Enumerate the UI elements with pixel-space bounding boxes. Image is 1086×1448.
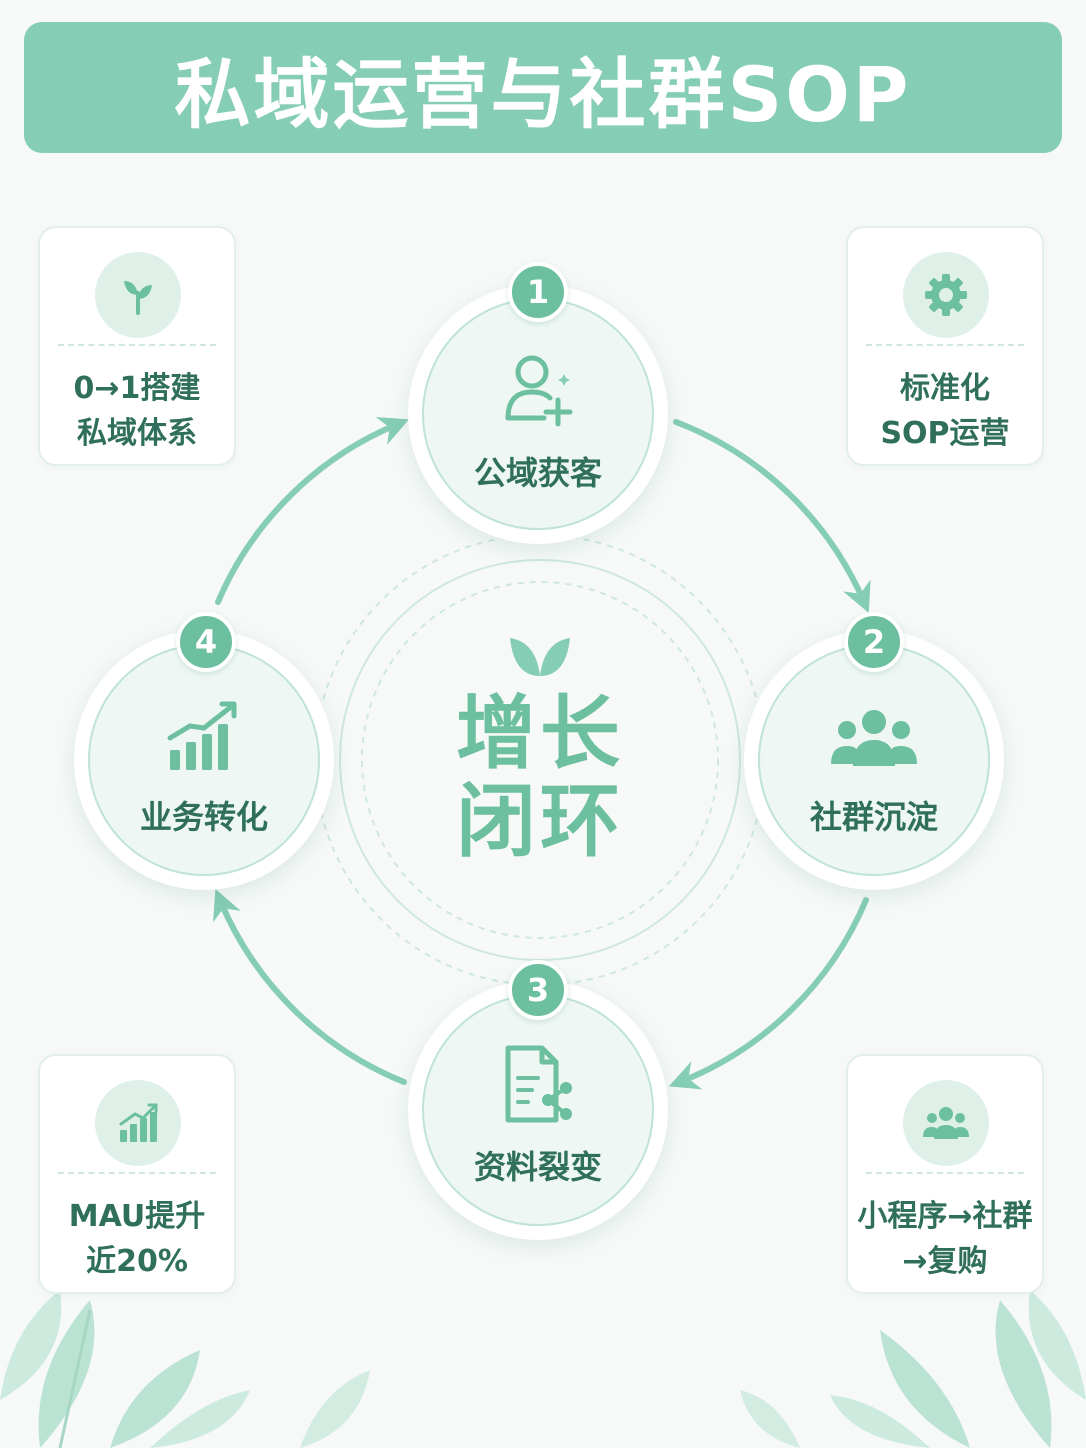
center-title: 增长 闭环 <box>440 690 640 866</box>
title-banner: 私域运营与社群SOP <box>24 22 1062 153</box>
card-divider <box>58 1172 216 1174</box>
card-text-line1: 标准化 <box>900 371 990 406</box>
card-text: 标准化 SOP运营 <box>848 366 1042 456</box>
center-title-line2: 闭环 <box>456 775 624 868</box>
growth-chart-icon <box>164 698 244 778</box>
node-inner-circle <box>422 298 654 530</box>
gear-icon <box>903 252 989 338</box>
step-node-1: 公域获客 <box>408 284 668 544</box>
step-badge-4: 4 <box>176 612 236 672</box>
node-label: 业务转化 <box>139 798 268 836</box>
cycle-arrow-3-4 <box>213 888 407 1085</box>
group-icon <box>903 1080 989 1166</box>
step-node-3: 资料裂变 <box>408 980 668 1240</box>
card-text-line2: →复购 <box>902 1244 988 1279</box>
info-card-top-right: 标准化 SOP运营 <box>846 226 1044 466</box>
card-text-line2: SOP运营 <box>880 416 1010 451</box>
card-text: MAU提升 近20% <box>40 1194 234 1284</box>
user-plus-icon <box>498 348 578 432</box>
card-text: 0→1搭建 私域体系 <box>40 366 234 456</box>
card-text-line2: 私域体系 <box>77 416 197 451</box>
document-share-icon <box>498 1042 578 1130</box>
cycle-arrow-1-2 <box>673 419 871 614</box>
node-inner-circle <box>422 994 654 1226</box>
leaves-bottom-right-icon <box>740 1290 1086 1448</box>
card-text-line1: 0→1搭建 <box>73 371 201 406</box>
card-text-line1: MAU提升 <box>68 1199 206 1234</box>
info-card-bottom-right: 小程序→社群 →复购 <box>846 1054 1044 1294</box>
card-divider <box>866 1172 1024 1174</box>
card-divider <box>58 344 216 346</box>
node-label: 资料裂变 <box>473 1148 602 1186</box>
bar-chart-icon <box>95 1080 181 1166</box>
cycle-arrow-2-3 <box>668 897 869 1090</box>
node-label: 公域获客 <box>473 454 602 492</box>
center-ring-inner <box>361 581 719 939</box>
info-card-top-left: 0→1搭建 私域体系 <box>38 226 236 466</box>
page-title: 私域运营与社群SOP <box>174 49 912 139</box>
cycle-arrow-4-1 <box>215 417 410 605</box>
card-divider <box>866 344 1024 346</box>
step-badge-3: 3 <box>508 960 568 1020</box>
card-text: 小程序→社群 →复购 <box>848 1194 1042 1284</box>
step-node-2: 社群沉淀 <box>744 630 1004 890</box>
group-icon <box>829 706 919 774</box>
info-card-bottom-left: MAU提升 近20% <box>38 1054 236 1294</box>
card-text-line1: 小程序→社群 <box>857 1199 1033 1234</box>
sprout-icon <box>95 252 181 338</box>
center-sprout-icon <box>508 632 572 682</box>
step-badge-2: 2 <box>844 612 904 672</box>
center-title-line1: 增长 <box>456 687 624 780</box>
card-text-line2: 近20% <box>86 1244 188 1279</box>
node-label: 社群沉淀 <box>809 798 938 836</box>
leaves-bottom-left-icon <box>0 1290 370 1448</box>
step-badge-1: 1 <box>508 262 568 322</box>
